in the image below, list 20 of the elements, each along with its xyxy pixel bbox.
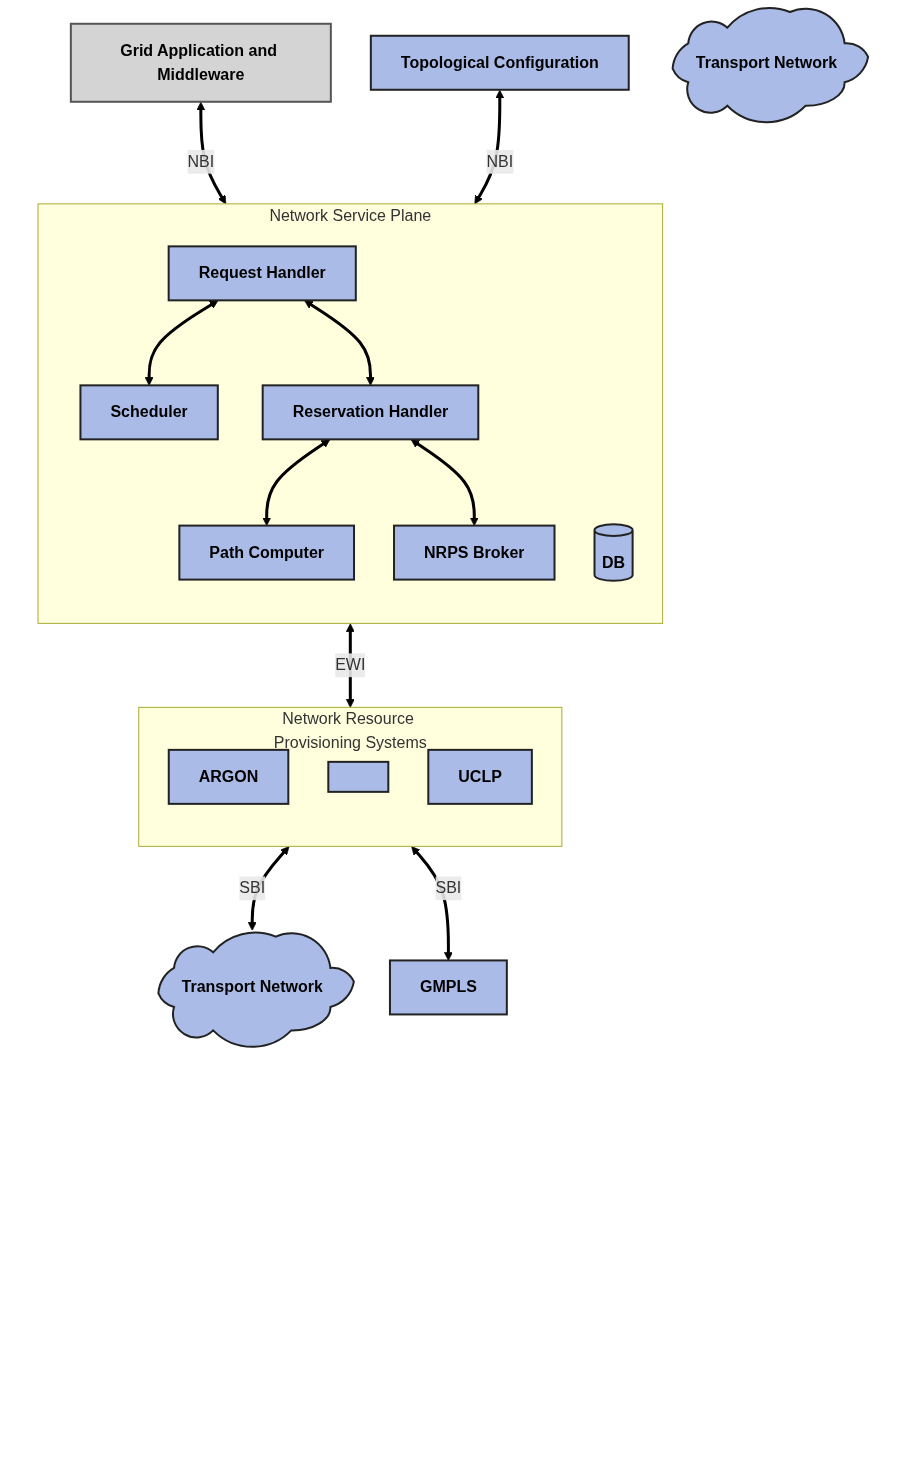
- edge-label: SBI: [239, 879, 266, 897]
- node-box: [327, 760, 390, 793]
- node-box: Path Computer: [178, 524, 356, 581]
- node-box: Scheduler: [79, 384, 220, 441]
- edge-label: NBI: [187, 152, 215, 170]
- edge-label: EWI: [335, 656, 366, 674]
- node-box: Reservation Handler: [262, 384, 480, 441]
- node-box: Grid Application and Middleware: [70, 22, 333, 103]
- node-box: ARGON: [168, 748, 290, 805]
- node-box: NRPS Broker: [393, 524, 556, 581]
- node-box: GMPLS: [389, 959, 509, 1016]
- arrow: [411, 439, 480, 526]
- arrow: [304, 300, 376, 386]
- node-box: UCLP: [427, 748, 534, 805]
- node-box: Request Handler: [168, 245, 358, 302]
- edge-label: NBI: [486, 152, 514, 170]
- edge-label: SBI: [435, 879, 462, 897]
- node-box: Topological Configuration: [370, 34, 631, 91]
- arrow: [145, 300, 219, 386]
- arrow: [262, 439, 331, 526]
